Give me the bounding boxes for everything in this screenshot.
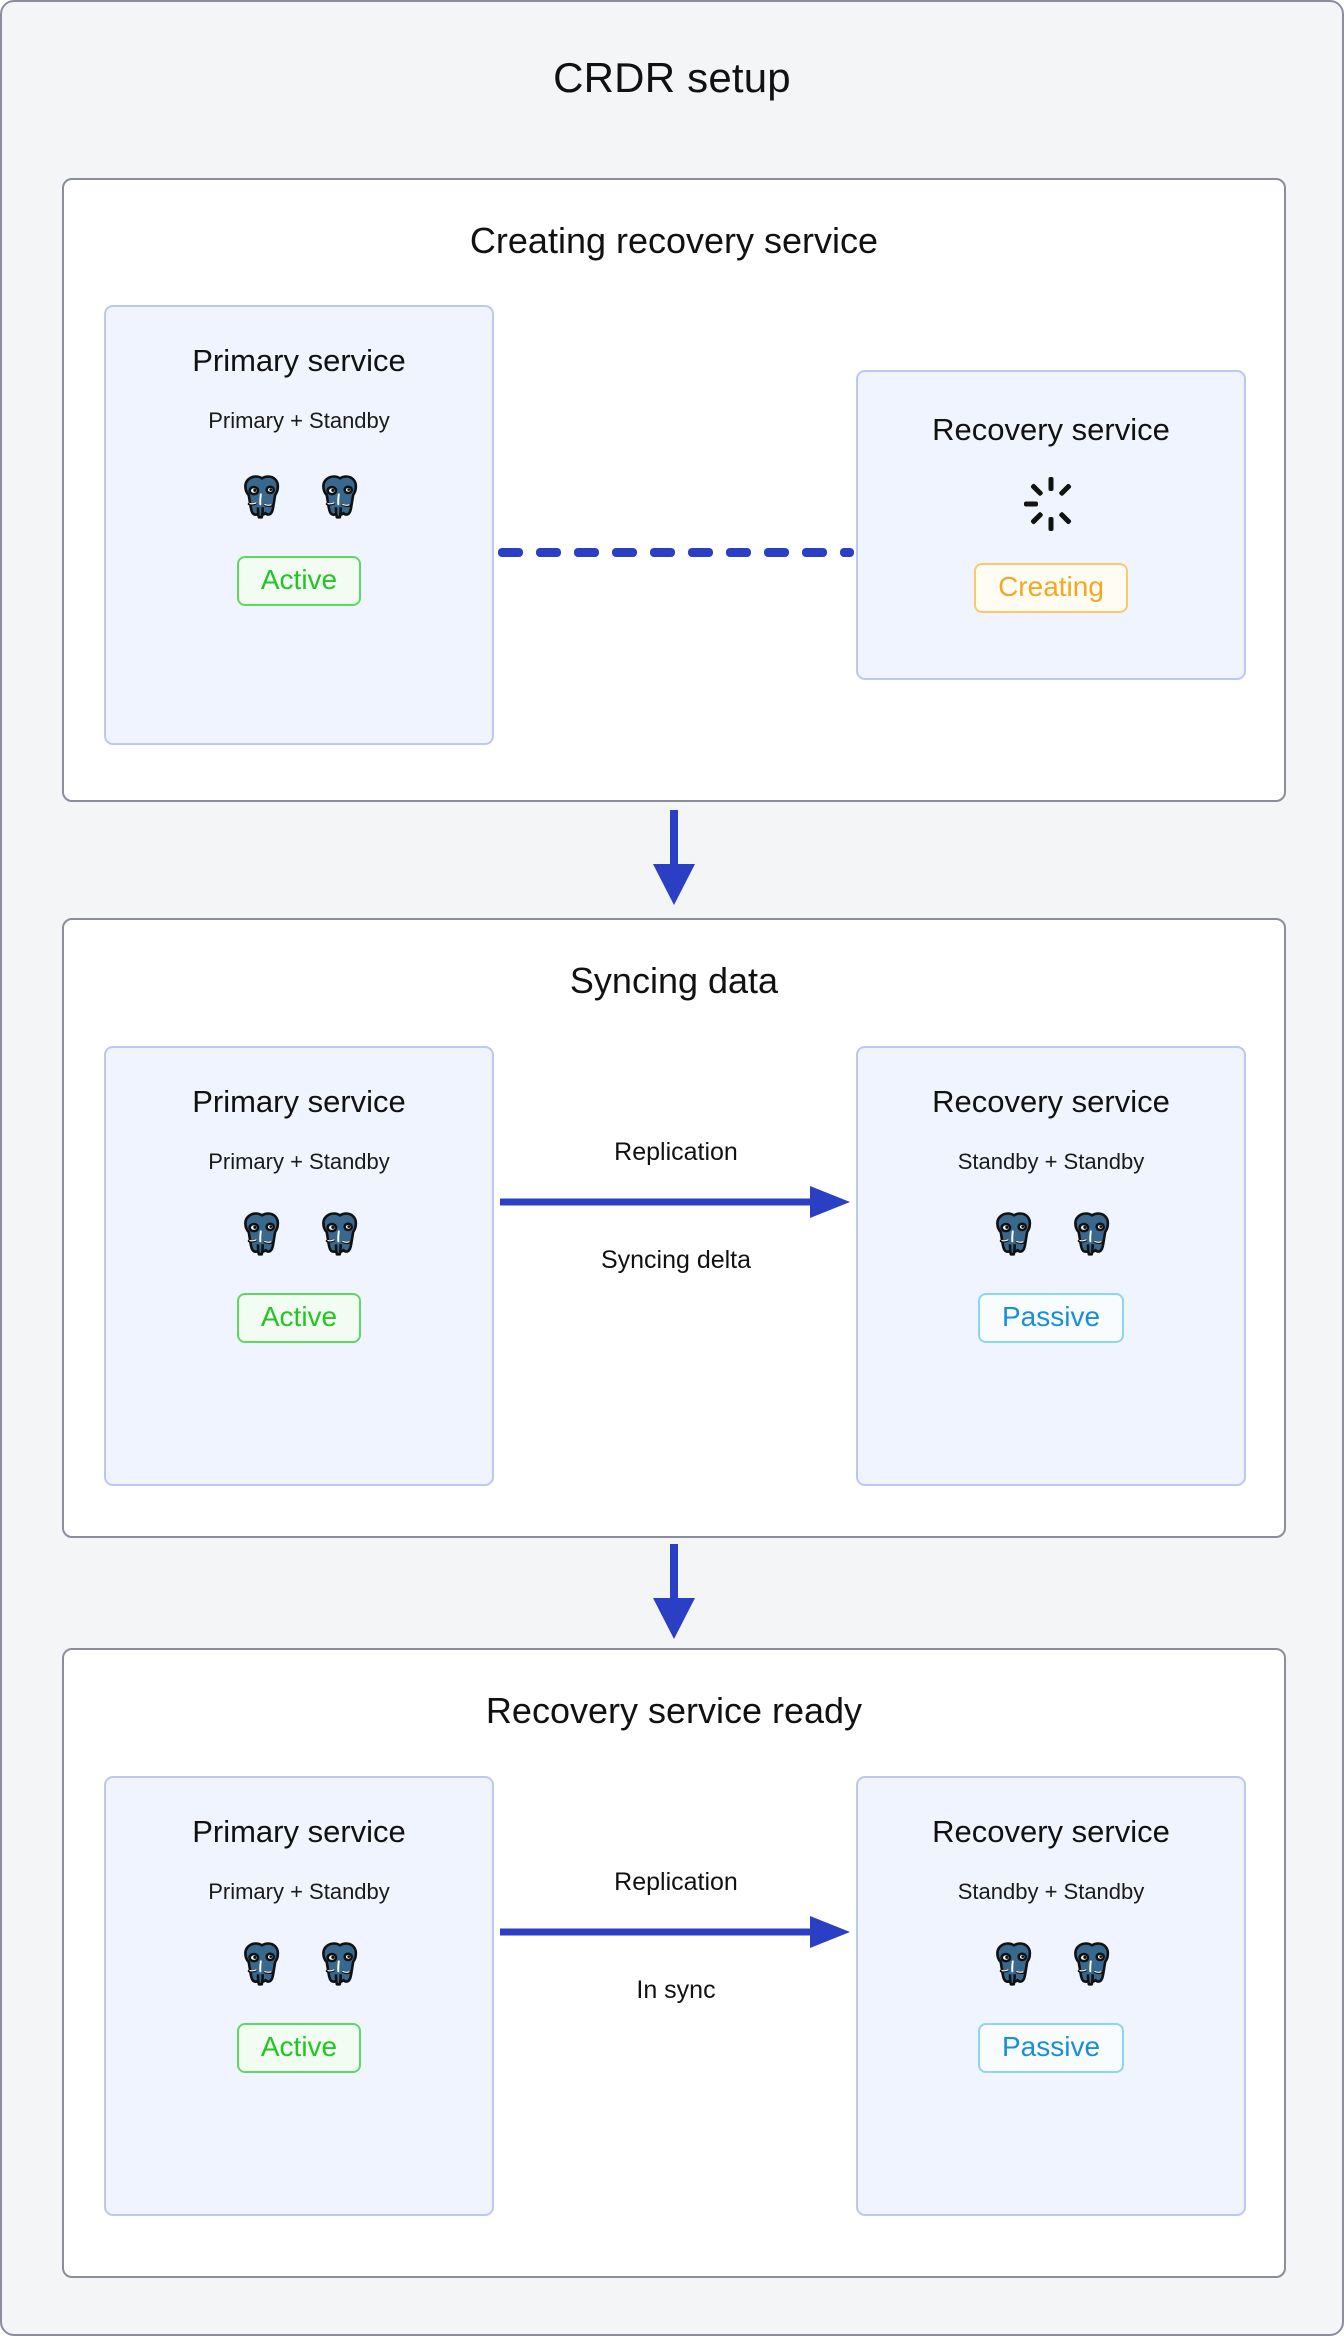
postgresql-elephant-icon: [1064, 1937, 1116, 1989]
postgres-node-row: [234, 470, 364, 522]
service-name: Recovery service: [932, 412, 1170, 447]
replication-connector-stage3: Replication In sync: [498, 1762, 854, 2102]
postgresql-elephant-icon: [234, 1207, 286, 1259]
status-badge: Passive: [977, 2023, 1125, 2073]
dashed-connector-stage1: [498, 548, 854, 557]
replication-label-bottom: In sync: [636, 1976, 716, 2004]
service-name: Recovery service: [932, 1084, 1170, 1119]
primary-service-card-stage2[interactable]: Primary service Primary + Standby Active: [104, 1046, 494, 1486]
recovery-service-card-stage1[interactable]: Recovery service Creating: [856, 370, 1246, 680]
flow-arrow-down-2: [627, 1542, 721, 1642]
replication-arrow: [498, 1182, 854, 1222]
status-badge: Active: [236, 2023, 362, 2073]
postgresql-elephant-icon: [234, 470, 286, 522]
stage-title: Creating recovery service: [469, 220, 879, 261]
postgresql-elephant-icon: [1064, 1207, 1116, 1259]
replication-label-top: Replication: [614, 1138, 738, 1166]
page-title: CRDR setup: [553, 54, 791, 101]
postgres-node-row: [986, 1207, 1116, 1259]
postgres-node-row: [986, 1937, 1116, 1989]
service-name: Primary service: [192, 343, 406, 378]
postgresql-elephant-icon: [986, 1207, 1038, 1259]
status-badge: Active: [236, 556, 362, 606]
service-subtitle: Primary + Standby: [208, 1879, 390, 1904]
postgresql-elephant-icon: [312, 1937, 364, 1989]
service-name: Recovery service: [932, 1814, 1170, 1849]
replication-label-bottom: Syncing delta: [600, 1246, 752, 1274]
status-badge: Active: [236, 1293, 362, 1343]
recovery-service-card-stage3[interactable]: Recovery service Standby + Standby Passi…: [856, 1776, 1246, 2216]
postgresql-elephant-icon: [312, 470, 364, 522]
postgres-node-row: [234, 1937, 364, 1989]
primary-service-card-stage3[interactable]: Primary service Primary + Standby Active: [104, 1776, 494, 2216]
stage-title: Syncing data: [569, 960, 779, 1001]
spinner-icon: [1022, 475, 1080, 533]
service-name: Primary service: [192, 1084, 406, 1119]
service-subtitle: Standby + Standby: [957, 1149, 1145, 1174]
status-badge: Creating: [974, 563, 1128, 613]
postgresql-elephant-icon: [234, 1937, 286, 1989]
stage-panel-syncing: Syncing data Primary service Primary + S…: [62, 918, 1286, 1538]
service-subtitle: Standby + Standby: [957, 1879, 1145, 1904]
postgresql-elephant-icon: [312, 1207, 364, 1259]
service-subtitle: Primary + Standby: [208, 408, 390, 433]
recovery-service-card-stage2[interactable]: Recovery service Standby + Standby Passi…: [856, 1046, 1246, 1486]
service-name: Primary service: [192, 1814, 406, 1849]
replication-arrow: [498, 1912, 854, 1952]
stage-panel-creating: Creating recovery service Primary servic…: [62, 178, 1286, 802]
postgres-node-row: [234, 1207, 364, 1259]
stage-title: Recovery service ready: [485, 1690, 863, 1731]
flow-arrow-down-1: [627, 808, 721, 908]
stage-panel-ready: Recovery service ready Primary service P…: [62, 1648, 1286, 2278]
replication-label-top: Replication: [614, 1868, 738, 1896]
primary-service-card-stage1[interactable]: Primary service Primary + Standby Active: [104, 305, 494, 745]
status-badge: Passive: [977, 1293, 1125, 1343]
service-subtitle: Primary + Standby: [208, 1149, 390, 1174]
replication-connector-stage2: Replication Syncing delta: [498, 1032, 854, 1372]
postgresql-elephant-icon: [986, 1937, 1038, 1989]
